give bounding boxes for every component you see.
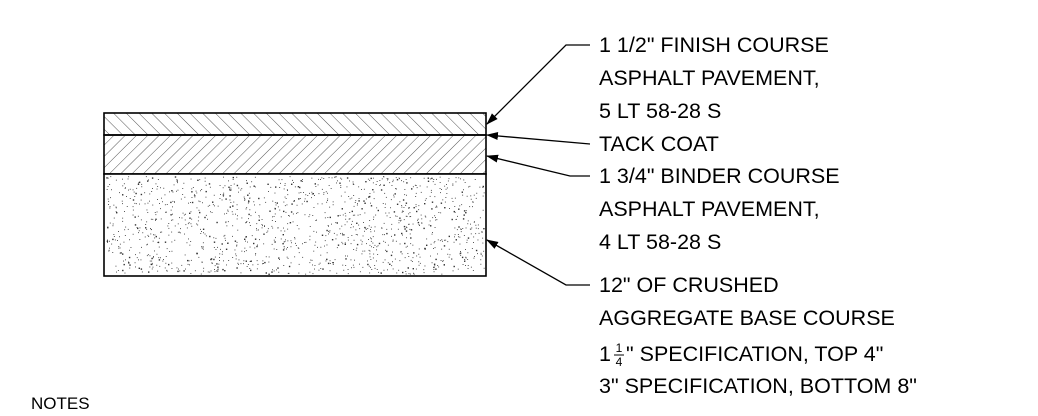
leader-lines (486, 44, 591, 286)
aggregate-base-layer (103, 173, 487, 277)
binder-course-line-2: ASPHALT PAVEMENT, (599, 197, 820, 221)
notes-label: NOTES (31, 394, 90, 413)
binder-course-layer (103, 134, 487, 175)
pavement-layers (103, 112, 487, 277)
spec-top-numerator: 1 (616, 341, 623, 355)
aggregate-base-leader (486, 239, 590, 286)
aggregate-base-line-1: 12" OF CRUSHED (599, 273, 779, 297)
aggregate-base-line-2: AGGREGATE BASE COURSE (599, 306, 895, 330)
spec-top-rest: " SPECIFICATION, TOP 4" (626, 342, 883, 366)
finish-course-line-2: ASPHALT PAVEMENT, (599, 66, 820, 90)
tack-coat-label: TACK COAT (599, 132, 719, 156)
binder-course-leader (486, 154, 590, 177)
spec-top-denominator: 4 (616, 355, 623, 369)
finish-course-line-1: 1 1/2" FINISH COURSE (599, 33, 829, 57)
finish-course-layer (103, 112, 487, 136)
tack-coat-leader (486, 131, 591, 145)
spec-bottom-line: 3" SPECIFICATION, BOTTOM 8" (599, 374, 917, 398)
finish-course-leader (486, 44, 590, 125)
spec-top-whole: 1 (599, 342, 611, 366)
callout-binder-course: 1 3/4" BINDER COURSE ASPHALT PAVEMENT, 4… (599, 164, 840, 254)
binder-course-line-1: 1 3/4" BINDER COURSE (599, 164, 840, 188)
binder-course-line-3: 4 LT 58-28 S (599, 230, 721, 254)
callout-finish-course: 1 1/2" FINISH COURSE ASPHALT PAVEMENT, 5… (599, 33, 829, 123)
callout-aggregate-base: 12" OF CRUSHED AGGREGATE BASE COURSE (599, 273, 895, 330)
finish-course-line-3: 5 LT 58-28 S (599, 99, 721, 123)
aggregate-stipple (106, 176, 485, 275)
spec-top-line: 1 1 4 " SPECIFICATION, TOP 4" (599, 341, 883, 369)
